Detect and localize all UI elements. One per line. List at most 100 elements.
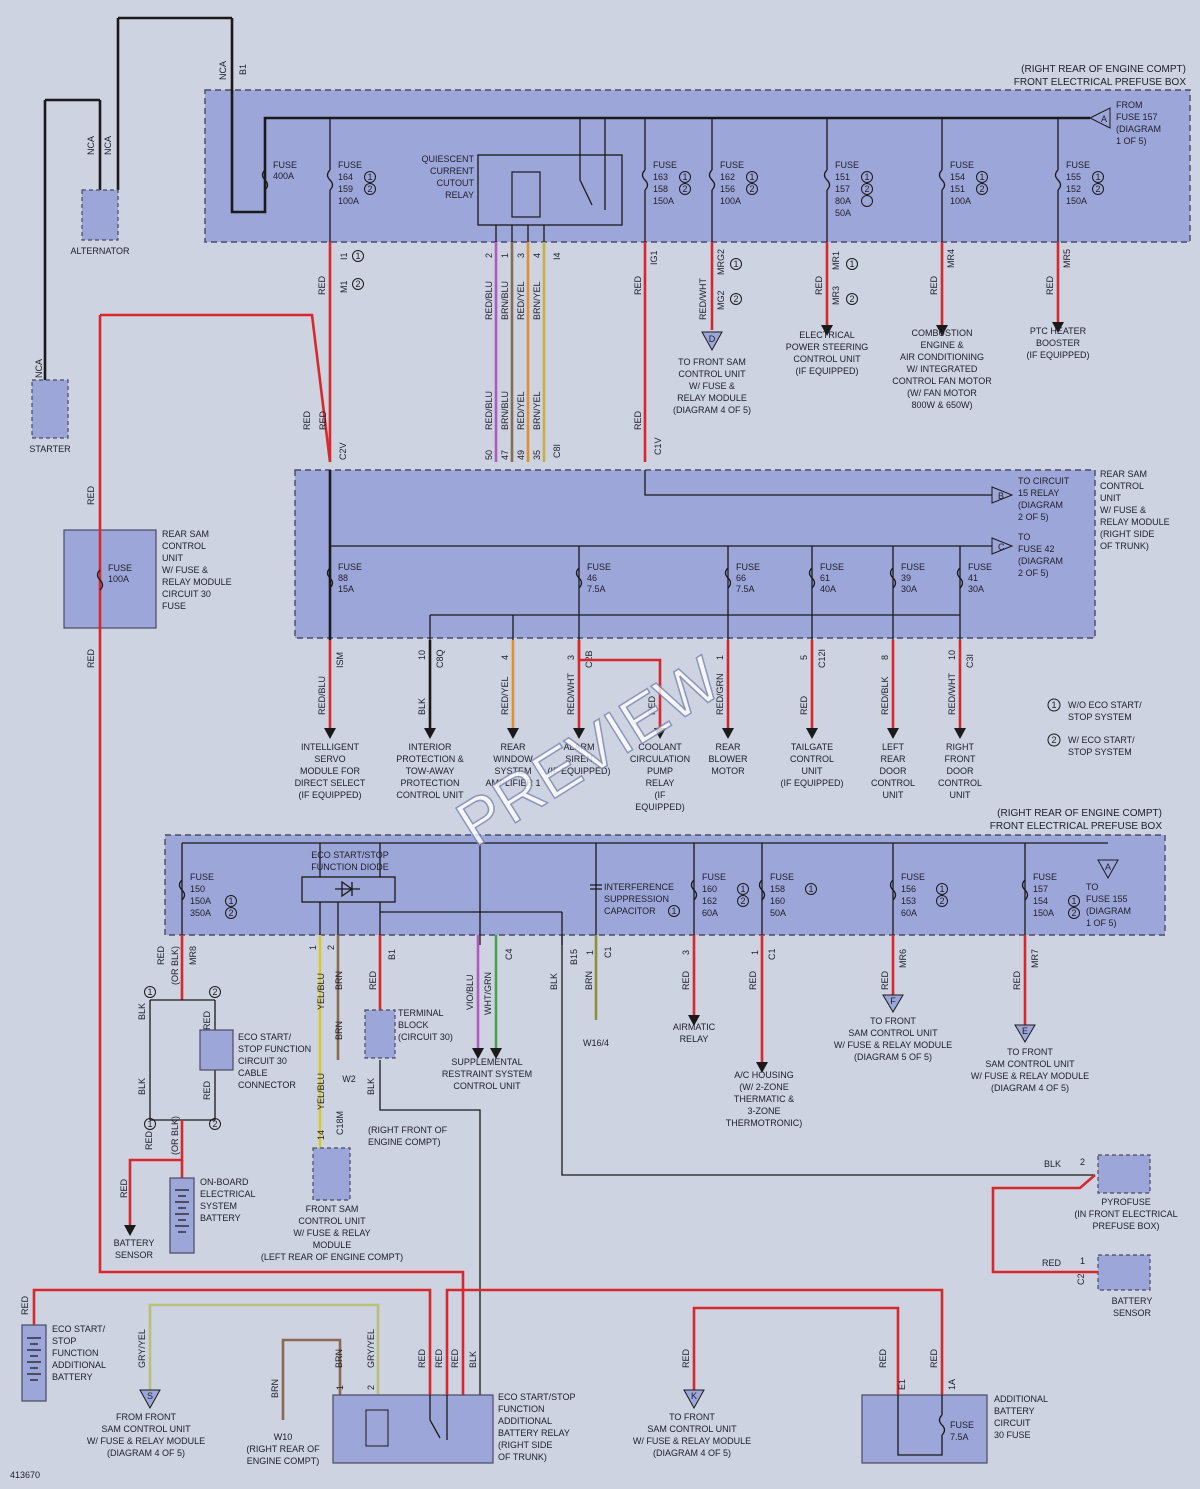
- circled-number: [730, 293, 742, 305]
- top-fuse-label: FUSE: [338, 160, 362, 170]
- mid-pin: 50: [484, 450, 494, 460]
- svg-text:STOP SYSTEM: STOP SYSTEM: [1068, 712, 1132, 722]
- alternator-label: ALTERNATOR: [70, 246, 130, 256]
- connector-f: [882, 994, 904, 1013]
- to-fuse-155: (DIAGRAM: [1086, 906, 1131, 916]
- circled-number-text: 2: [355, 279, 360, 289]
- wire-red: RED: [814, 275, 824, 295]
- battery-label: ELECTRICAL: [200, 1189, 256, 1199]
- top-fuse-label: 150A: [1066, 196, 1087, 206]
- circled-number: [976, 183, 988, 195]
- left-sam-label: W/ FUSE &: [162, 565, 208, 575]
- bottom-fuse-label: 350A: [190, 908, 211, 918]
- conn-c1b: C1: [767, 948, 777, 960]
- connector-c: [991, 537, 1014, 555]
- to-front-sam-e: (DIAGRAM 4 OF 5): [991, 1083, 1069, 1093]
- circled-number-text: 2: [939, 896, 944, 906]
- wire-red: RED: [929, 1348, 939, 1368]
- legend: 1 W/O ECO START/ STOP SYSTEM 2 W/ ECO ST…: [1047, 698, 1142, 757]
- combustion-label: W/ INTEGRATED: [907, 364, 978, 374]
- svg-text:2: 2: [1051, 735, 1056, 745]
- relay-pin: 2: [366, 1385, 376, 1390]
- mid-load-pin: 1: [715, 655, 725, 660]
- eco-battery-label: BATTERY: [52, 1372, 93, 1382]
- circled-number: [1068, 895, 1080, 907]
- mid-load-connector: C8Q: [435, 649, 445, 668]
- circled-number: [364, 183, 376, 195]
- mid-pin: 49: [516, 450, 526, 460]
- circled-number: [861, 195, 873, 207]
- bottom-fuse-label: 150A: [1033, 908, 1054, 918]
- wire-brn: BRN: [584, 971, 594, 990]
- quiescent-relay: [477, 154, 623, 226]
- conn-c1: C1: [603, 946, 613, 958]
- wire-b15: B15: [569, 949, 579, 965]
- additional-fuse-label: ADDITIONAL: [994, 1394, 1048, 1404]
- connector-c-letter: C: [998, 542, 1005, 552]
- top-fuse-label: FUSE: [835, 160, 859, 170]
- mid-load-connector: ISM: [335, 652, 345, 668]
- rear-sam-fuse-label: FUSE: [338, 562, 362, 572]
- top-fuse-label: 156: [720, 184, 735, 194]
- wire-b1-top: B1: [238, 64, 248, 75]
- circled-number-text: 1: [147, 987, 152, 997]
- mid-load-wire-color: BLK: [417, 698, 427, 715]
- front-sam-label: (LEFT REAR OF ENGINE COMPT): [261, 1252, 403, 1262]
- starter-label: STARTER: [29, 444, 71, 454]
- wire-blk: BLK: [1044, 1159, 1061, 1169]
- fuse-symbol: [690, 879, 698, 901]
- mid-load-label: PUMP: [647, 766, 673, 776]
- additional-fuse-label: BATTERY: [994, 1406, 1035, 1416]
- diode-label: FUNCTION DIODE: [311, 862, 389, 872]
- top-fuse-label: FUSE: [950, 160, 974, 170]
- circled-number-text: 2: [979, 184, 984, 194]
- bottom-fuse-label: 162: [702, 896, 717, 906]
- rear-sam-title-line: (RIGHT SIDE: [1100, 529, 1154, 539]
- fuse-rating: 7.5A: [950, 1432, 969, 1442]
- battery-sensor-right: [1097, 1254, 1151, 1291]
- wire-red-mid3: RED: [633, 410, 643, 430]
- rear-sam-fuse-label: FUSE: [736, 562, 760, 572]
- ptc-label: PTC HEATER: [1030, 326, 1087, 336]
- additional-fuse-label: 30 FUSE: [994, 1430, 1031, 1440]
- circled-number: [352, 250, 364, 262]
- fuse-symbol: [938, 169, 946, 191]
- circled-number: [1092, 171, 1104, 183]
- top-fuse-label: 162: [720, 172, 735, 182]
- wire-red: RED: [1012, 970, 1022, 990]
- fuse-symbol: [758, 879, 766, 901]
- to-front-sam-k: SAM CONTROL UNIT: [647, 1424, 737, 1434]
- mid-load-pin: 8: [880, 655, 890, 660]
- cable-connector-label: CABLE: [238, 1068, 268, 1078]
- to-fuse-42: TO: [1018, 532, 1030, 542]
- wire-mg2: MG2: [716, 290, 726, 310]
- circled-number-text: 1: [355, 251, 360, 261]
- wire-ig1: IG1: [649, 250, 659, 265]
- mid-load-label: REAR: [880, 754, 906, 764]
- eco-relay-label: (RIGHT SIDE: [498, 1440, 552, 1450]
- circled-number-text: 1: [1071, 896, 1076, 906]
- wire-mr1: MR1: [831, 251, 841, 270]
- connector-e-letter: E: [1022, 1026, 1028, 1036]
- mid-load-label: SERVO: [314, 754, 345, 764]
- capacitor-label: INTERFERENCE: [604, 882, 674, 892]
- bottom-fuse-label: FUSE: [770, 872, 794, 882]
- combustion-label: (W/ FAN MOTOR: [907, 388, 977, 398]
- to-front-sam-f: (DIAGRAM 5 OF 5): [854, 1052, 932, 1062]
- wire-red: RED: [878, 1348, 888, 1368]
- terminal-block: [364, 1009, 396, 1059]
- eco-relay-label: FUNCTION: [498, 1404, 545, 1414]
- wire-red: RED: [681, 1348, 691, 1368]
- conn-c2v: C2V: [338, 442, 348, 460]
- fuse-symbol: [889, 567, 897, 589]
- fuse-symbol: [326, 169, 334, 191]
- fuse-label: FUSE: [950, 1420, 974, 1430]
- connector-d-letter: D: [709, 334, 716, 344]
- relay-wire-color: RED/YEL: [516, 281, 526, 320]
- cable-connector-label: CIRCUIT 30: [238, 1056, 287, 1066]
- combustion-label: CONTROL FAN MOTOR: [892, 376, 992, 386]
- svg-text:FROM: FROM: [1116, 100, 1143, 110]
- rear-sam-title-line: RELAY MODULE: [1100, 517, 1170, 527]
- circled-number: [737, 895, 749, 907]
